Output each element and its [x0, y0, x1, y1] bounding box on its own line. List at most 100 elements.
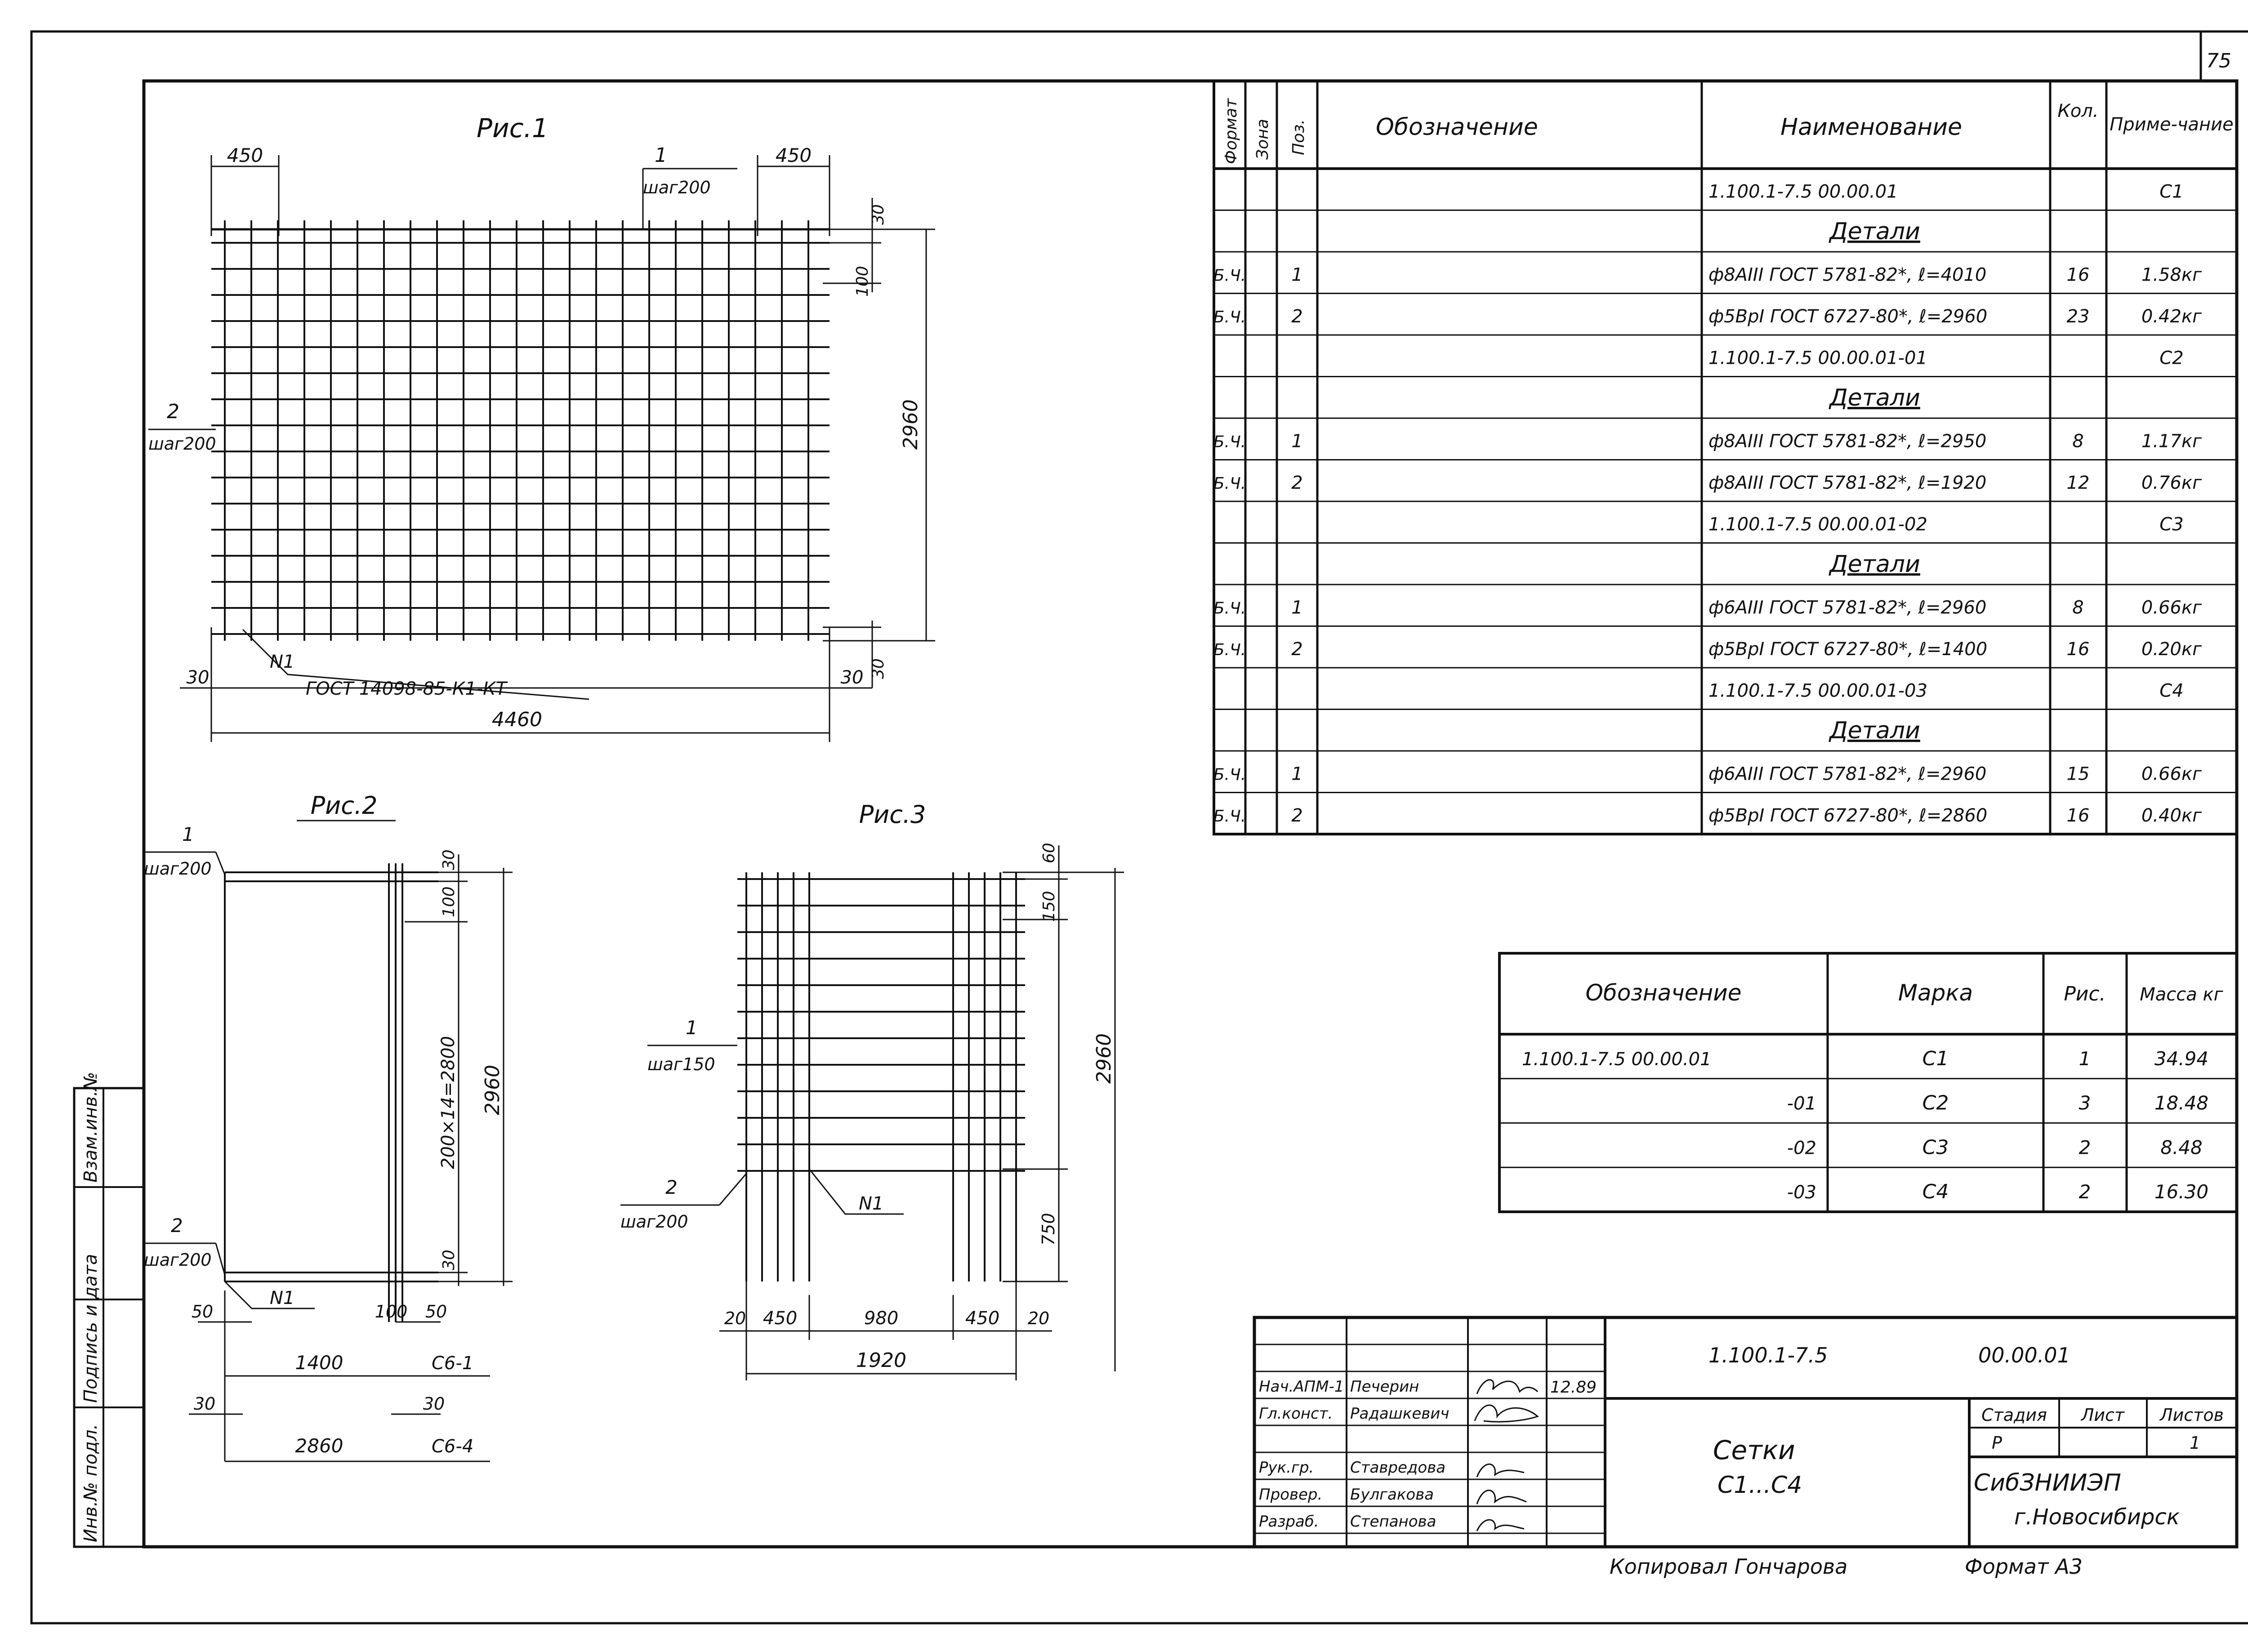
- spec-cell-name: ф8АIII ГОСТ 5781-82*, ℓ=1920: [1708, 473, 1986, 493]
- side-stamp-inv: Инв.№ подл.: [80, 1424, 101, 1542]
- fig2-weld-label: N1: [270, 1288, 294, 1308]
- spec-cell-note: 0.76кг: [2141, 473, 2202, 493]
- title-code: 1.100.1-7.5: [1708, 1343, 1828, 1367]
- spec-cell-name: ф6АIII ГОСТ 5781-82*, ℓ=2960: [1708, 764, 1986, 785]
- spec-cell-qty: 8: [2072, 431, 2083, 452]
- side-stamp-sign: Подпись и дата: [80, 1254, 101, 1403]
- spec-cell-format: Б.Ч.: [1213, 641, 1246, 659]
- fig2-bar1-label: 1: [182, 823, 194, 845]
- fig1-weld-label: N1: [270, 652, 294, 672]
- spec-cell-note: 1.17кг: [2141, 431, 2202, 452]
- spec-cell-section: Детали: [1829, 717, 1920, 744]
- mass-header-mark: Марка: [1898, 980, 1973, 1006]
- spec-cell-note: 0.66кг: [2141, 598, 2202, 618]
- fig1-dim-30-left: 30: [187, 667, 210, 688]
- fig1-dim-top-left: 450: [227, 144, 263, 166]
- mass-cell-mass: 18.48: [2154, 1092, 2208, 1114]
- spec-cell-name: 1.100.1-7.5 00.00.01-03: [1708, 681, 1927, 701]
- fig1-dim-30-top: 30: [869, 204, 888, 225]
- signature-5: [1476, 1519, 1525, 1531]
- fig3-dim-60: 60: [1040, 843, 1058, 863]
- title-person-role: Разраб.: [1259, 1513, 1319, 1531]
- spec-cell-qty: 23: [2067, 306, 2090, 327]
- title-person-role: Рук.гр.: [1259, 1459, 1314, 1477]
- spec-cell-qty: 16: [2067, 265, 2090, 286]
- fig1-bar2-step: шаг200: [148, 434, 216, 454]
- fig1-title: Рис.1: [477, 113, 549, 143]
- fig3-dim-450-right: 450: [965, 1308, 999, 1329]
- mass-cell-mass: 8.48: [2160, 1136, 2203, 1158]
- mass-cell-mark: С3: [1922, 1136, 1949, 1159]
- mass-cell-mark: С4: [1922, 1180, 1949, 1203]
- signature-3: [1476, 1463, 1525, 1478]
- signature-1: [1476, 1379, 1539, 1394]
- figure-2-mesh: Рис.2 1 шаг200 2 шаг200 N1 30 100 200×14…: [144, 791, 513, 1462]
- fig3-title: Рис.3: [859, 800, 926, 829]
- mass-cell-code: -01: [1787, 1094, 1816, 1114]
- title-person-name: Печерин: [1350, 1378, 1419, 1396]
- spec-header-name: Наименование: [1780, 114, 1962, 141]
- sheet-number: 75: [2206, 49, 2231, 72]
- spec-cell-note: С3: [2159, 514, 2183, 535]
- figure-1-mesh: Рис.1 450 450 1 шаг200 2 шаг200 2960 30 …: [148, 113, 935, 742]
- mass-cell-fig: 3: [2079, 1092, 2091, 1114]
- fig3-mesh-grid: [737, 872, 1025, 1281]
- spec-cell-pos: 2: [1291, 805, 1302, 826]
- fig2-dim-30-top: 30: [440, 849, 458, 870]
- title-org-line1: СибЗНИИЭП: [1974, 1469, 2121, 1496]
- spec-cell-format: Б.Ч.: [1213, 433, 1246, 451]
- fig3-bar2-label: 2: [665, 1176, 678, 1198]
- fig3-weld-label: N1: [859, 1193, 883, 1214]
- spec-cell-note: 0.40кг: [2141, 805, 2202, 826]
- spec-cell-pos: 1: [1291, 431, 1302, 452]
- fig3-dim-450-left: 450: [763, 1308, 797, 1329]
- mass-header-fig: Рис.: [2064, 982, 2105, 1005]
- fig2-bar2-step: шаг200: [144, 1250, 212, 1270]
- spec-cell-format: Б.Ч.: [1213, 267, 1246, 285]
- spec-cell-format: Б.Ч.: [1213, 308, 1246, 326]
- mass-header-mass: Масса кг: [2140, 984, 2223, 1005]
- spec-header-designation: Обозначение: [1376, 114, 1538, 141]
- spec-cell-pos: 1: [1291, 764, 1302, 785]
- mass-cell-fig: 2: [2079, 1181, 2091, 1203]
- fig2-dim-30-bottom: 30: [440, 1250, 458, 1270]
- fig1-bar1-step: шаг200: [643, 178, 711, 197]
- signature-4: [1476, 1489, 1527, 1505]
- fig2-bar1-step: шаг200: [144, 859, 212, 879]
- fig1-dim-height: 2960: [899, 399, 922, 450]
- fig2-dim-2860: 2860: [295, 1435, 343, 1457]
- fig1-gost-label: ГОСТ 14098-85-К1-КТ: [306, 679, 508, 699]
- spec-header-format: Формат: [1222, 98, 1240, 164]
- spec-cell-note: 0.66кг: [2141, 764, 2202, 785]
- title-sheet-label: Лист: [2080, 1405, 2125, 1425]
- fig3-dim-150: 150: [1040, 891, 1058, 922]
- fig3-bar1-label: 1: [686, 1017, 698, 1039]
- spec-cell-qty: 8: [2072, 598, 2083, 618]
- spec-cell-note: С2: [2159, 348, 2183, 369]
- fig2-dim-height: 2960: [481, 1065, 504, 1115]
- mass-cell-code: -02: [1787, 1138, 1816, 1158]
- specification-table: Формат Зона Поз. Обозначение Наименовани…: [1213, 80, 2238, 835]
- title-stage-label: Стадия: [1981, 1405, 2047, 1425]
- title-person-name: Ставредова: [1350, 1459, 1445, 1477]
- spec-cell-note: С1: [2159, 182, 2183, 202]
- spec-cell-format: Б.Ч.: [1213, 474, 1246, 493]
- spec-cell-format: Б.Ч.: [1213, 766, 1246, 784]
- mass-cell-fig: 2: [2079, 1136, 2091, 1158]
- spec-header-note: Приме-чание: [2110, 114, 2234, 135]
- spec-cell-pos: 1: [1291, 598, 1302, 618]
- signature-2: [1474, 1404, 1539, 1423]
- fig2-dim-50-right: 50: [425, 1302, 447, 1322]
- figure-3-mesh: Рис.3 60 150 2960 750 1 шаг150 2 шаг200 …: [620, 800, 1124, 1380]
- spec-header-pos: Поз.: [1289, 119, 1308, 155]
- fig3-bar2-step: шаг200: [620, 1212, 688, 1232]
- mass-cell-code: 1.100.1-7.5 00.00.01: [1522, 1049, 1712, 1070]
- spec-header-zone: Зона: [1253, 119, 1272, 160]
- fig2-title: Рис.2: [311, 791, 378, 820]
- spec-cell-name: ф5ВрI ГОСТ 6727-80*, ℓ=2860: [1708, 805, 1987, 826]
- sheet-outer-border: [30, 30, 2248, 1625]
- fig2-dim-100: 100: [440, 886, 458, 917]
